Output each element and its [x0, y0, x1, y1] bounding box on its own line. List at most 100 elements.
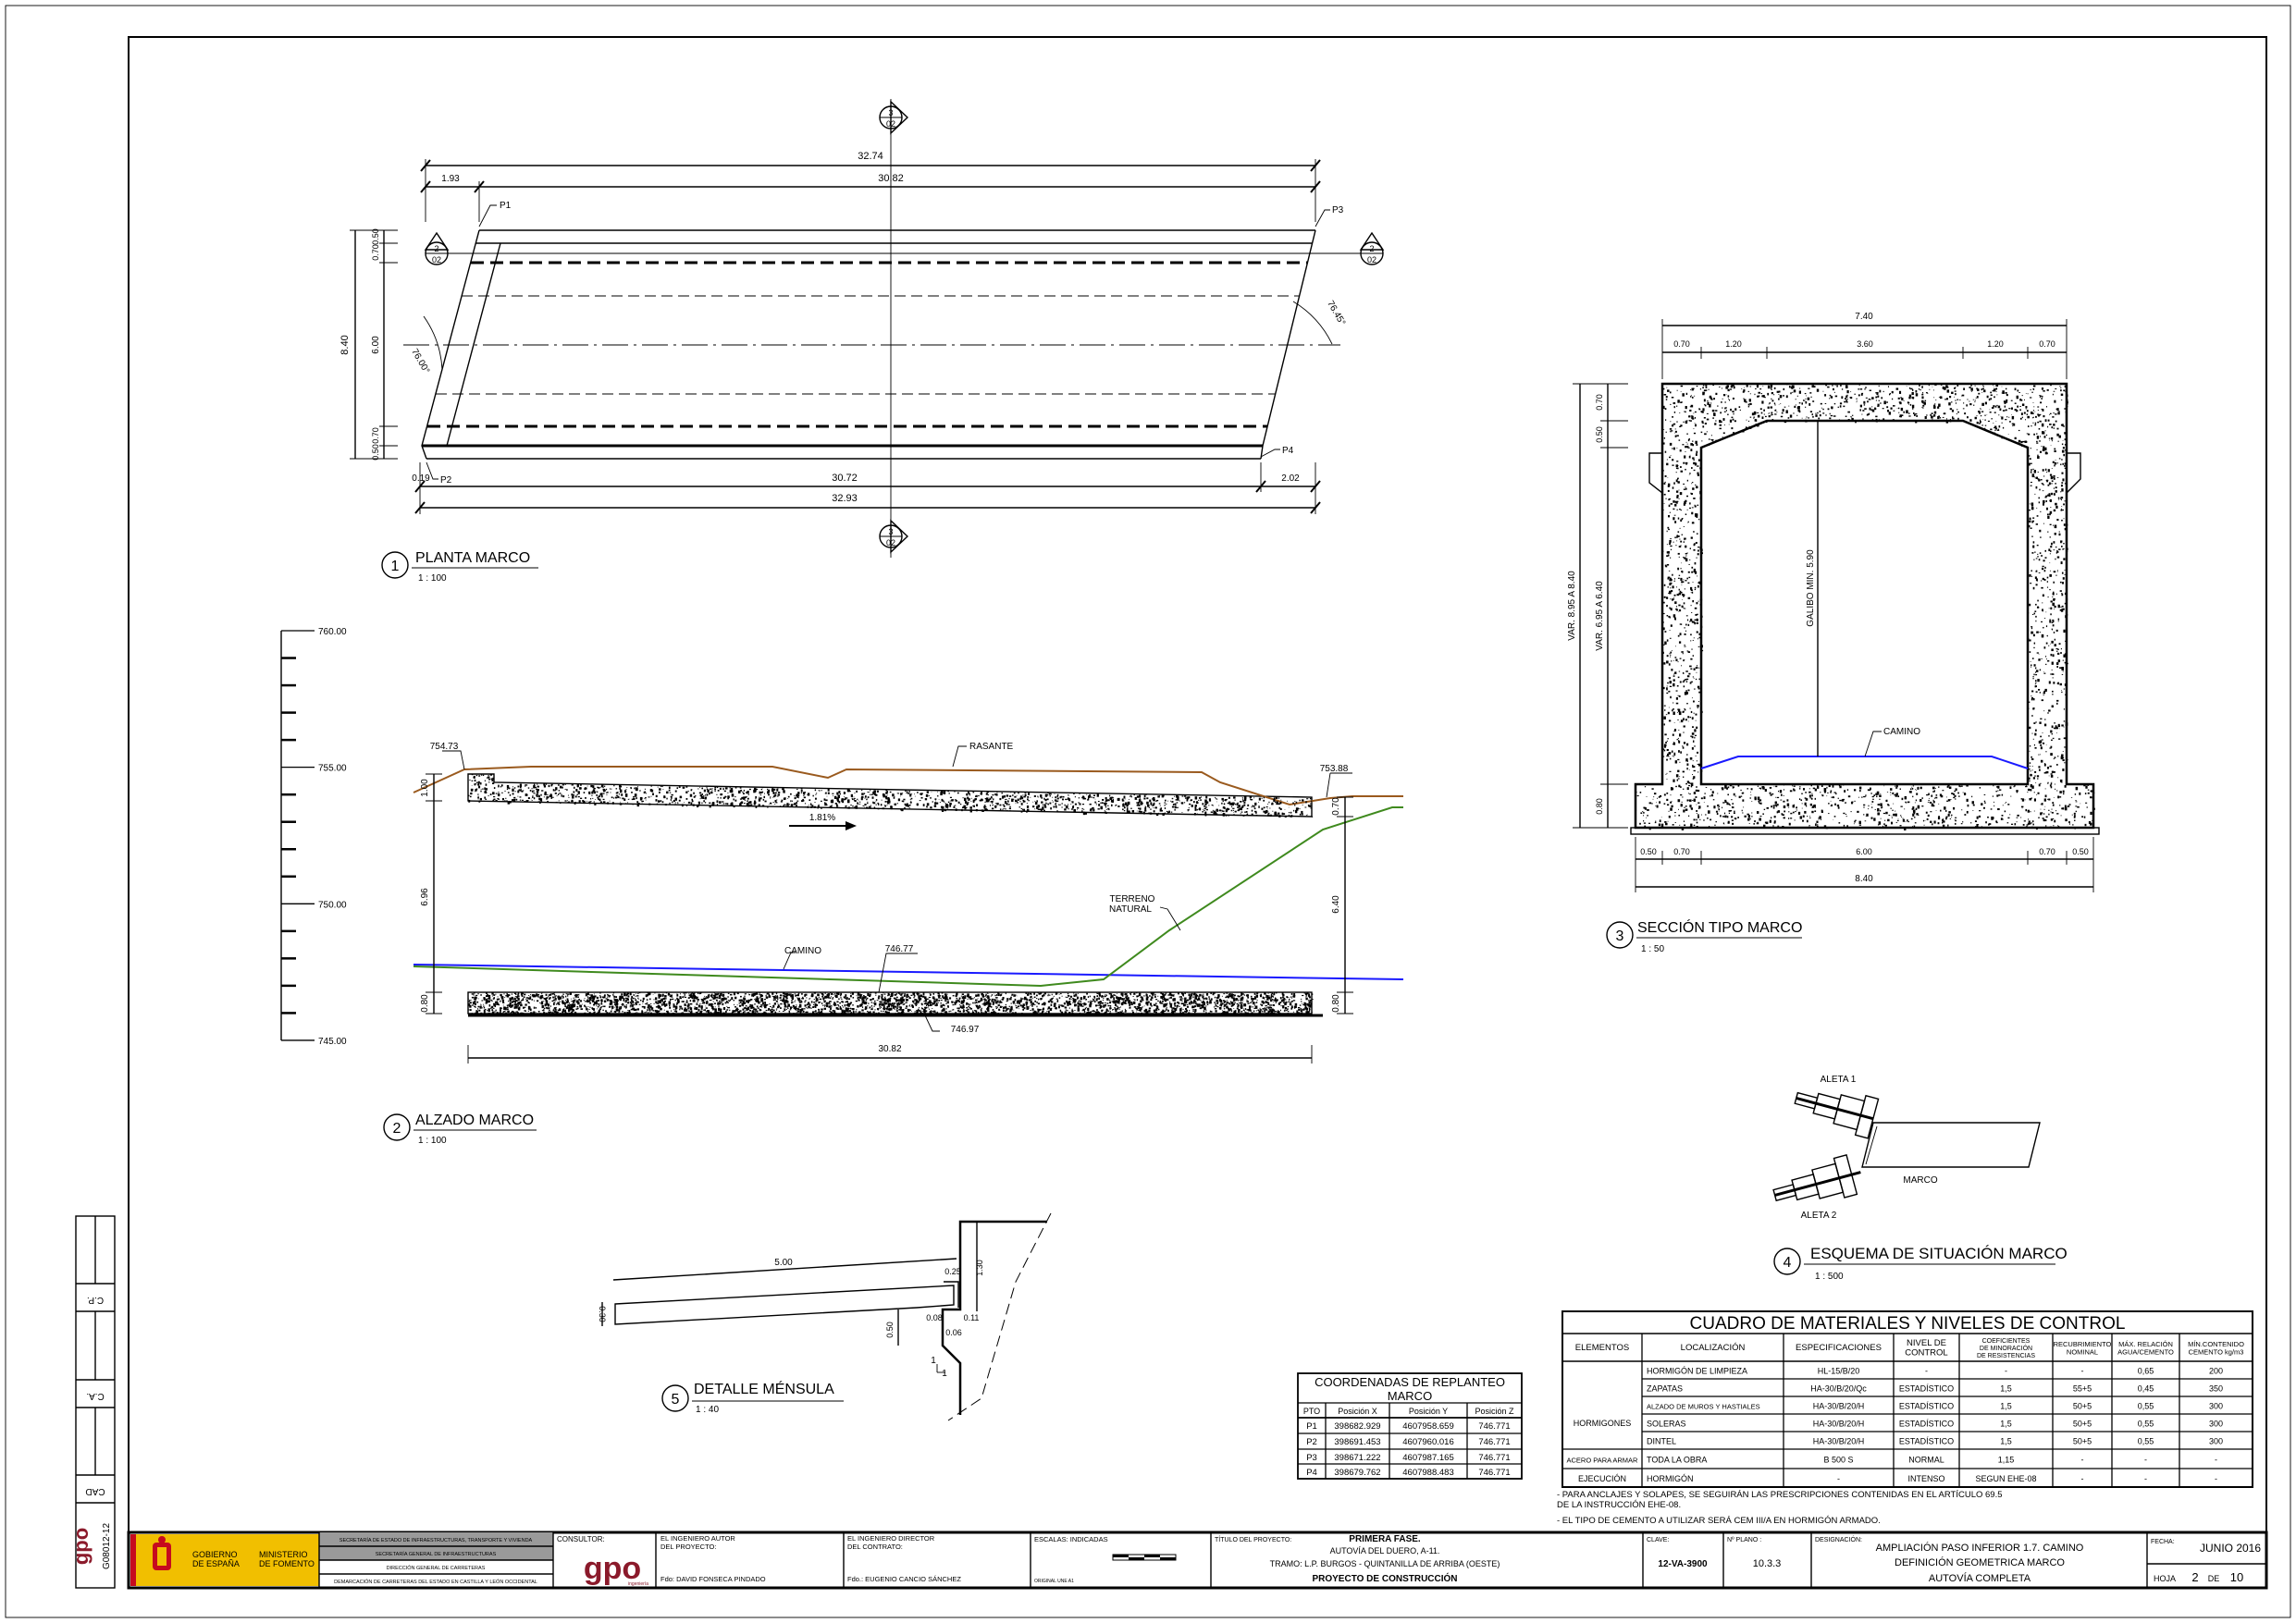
- label: 2: [393, 1121, 401, 1137]
- column-header: Posición Z: [1475, 1407, 1514, 1416]
- angle-left: 76.00°: [409, 347, 431, 375]
- gpo-logo: gpo: [69, 1528, 93, 1565]
- label: ORIGINAL UNE A1: [1034, 1579, 1074, 1584]
- label: 1 : 40: [696, 1405, 719, 1415]
- label: 1 : 100: [418, 573, 447, 584]
- label: EL INGENIERO AUTOR: [660, 1534, 735, 1543]
- label: HOJA: [2154, 1574, 2176, 1583]
- table-cell: 398671.222: [1334, 1453, 1380, 1463]
- section-marker-2-left[interactable]: [424, 231, 450, 265]
- label: DEL CONTRATO:: [847, 1543, 903, 1551]
- table-cell: DINTEL: [1647, 1437, 1676, 1446]
- label: 30.82: [878, 1044, 901, 1054]
- table-cell: ESTADÍSTICO: [1899, 1402, 1954, 1411]
- table-cell: -: [1837, 1474, 1840, 1483]
- table-cell: P4: [1306, 1468, 1317, 1478]
- camino-surface: [1700, 756, 2029, 769]
- axis-label: 750.00: [318, 900, 347, 910]
- table-cell: -: [1925, 1367, 1928, 1376]
- table-cell: 55+5: [2073, 1384, 2092, 1394]
- galibo-label: GALIBO MIN. 5.90: [1806, 549, 1816, 627]
- scale-bar-icon: [1112, 1554, 1177, 1561]
- project-title: PRIMERA FASE.: [1349, 1534, 1421, 1544]
- label: Nº PLANO :: [1727, 1537, 1761, 1543]
- table-cell: HORMIGÓN: [1647, 1474, 1694, 1483]
- label: 1.00: [420, 779, 430, 797]
- table-cell: 1,5: [2000, 1384, 2012, 1394]
- label: CAMINO: [1883, 727, 1920, 737]
- label: GOBIERNO: [192, 1550, 238, 1559]
- dim-overall-top: 32.74: [858, 151, 883, 162]
- column-header: MÍN.CONTENIDO: [2188, 1340, 2244, 1348]
- axis-label: 745.00: [318, 1037, 347, 1047]
- label: DE ESPAÑA: [192, 1559, 240, 1568]
- table-cell: HA-30/B/20/H: [1813, 1402, 1865, 1411]
- table-cell: HL-15/B/20: [1818, 1367, 1860, 1376]
- table-cell: -: [2005, 1367, 2007, 1376]
- label: 1: [942, 1369, 947, 1379]
- table-cell: HA-30/B/20/H: [1813, 1420, 1865, 1429]
- label: 0.50: [2072, 847, 2089, 856]
- label: 0.80: [1331, 994, 1341, 1013]
- label: 3: [1616, 928, 1624, 944]
- rasante-line: [413, 766, 1403, 806]
- table-cell: 4607958.659: [1402, 1421, 1453, 1432]
- label: 0.70: [1673, 339, 1690, 349]
- table-cell: -: [2144, 1474, 2147, 1483]
- materials-table: CUADRO DE MATERIALES Y NIVELES DE CONTRO…: [1557, 1310, 2253, 1526]
- view-title-esquema: ESQUEMA DE SITUACIÓN MARCO: [1810, 1245, 2068, 1262]
- label: DEFINICIÓN GEOMETRICA MARCO: [1895, 1556, 2065, 1568]
- label: 1: [391, 559, 400, 574]
- table-cell: HA-30/B/20/H: [1813, 1437, 1865, 1446]
- label: TÍTULO DEL PROYECTO:: [1215, 1535, 1291, 1543]
- table-note: - EL TIPO DE CEMENTO A UTILIZAR SERÁ CEM…: [1557, 1516, 1881, 1526]
- label: Fdo.: EUGENIO CANCIO SÁNCHEZ: [847, 1575, 961, 1583]
- label: ESCALAS: INDICADAS: [1034, 1535, 1108, 1543]
- label: MINISTERIO: [259, 1550, 308, 1559]
- concrete-hatch: [468, 992, 1314, 1017]
- table-cell: SEGUN EHE-08: [1975, 1474, 2036, 1483]
- label: MARCO: [1903, 1175, 1937, 1186]
- label: 1: [931, 1356, 936, 1366]
- label: 6.40: [1331, 895, 1341, 914]
- view-title-detalle: DETALLE MÉNSULA: [694, 1380, 834, 1397]
- section-marker-3-top[interactable]: [879, 100, 909, 135]
- table-cell: 0,55: [2138, 1437, 2154, 1446]
- label: 0.70: [2039, 339, 2055, 349]
- label: 2: [1369, 244, 1374, 253]
- terreno-natural-line: [413, 806, 1403, 988]
- table-cell: -: [2081, 1474, 2084, 1483]
- label: 1.20: [1987, 339, 2004, 349]
- axis-label: 760.00: [318, 627, 347, 637]
- label: 1.81%: [809, 813, 835, 823]
- label: C.P.: [87, 1295, 104, 1305]
- view-number-circle-3: [1606, 921, 1634, 949]
- label: FECHA:: [2151, 1539, 2175, 1545]
- table-cell: INTENSO: [1907, 1474, 1944, 1483]
- label: 4: [1784, 1255, 1792, 1271]
- table-cell: 50+5: [2073, 1420, 2092, 1429]
- label: 5.00: [774, 1258, 793, 1268]
- table-cell: P1: [1306, 1421, 1317, 1432]
- table-cell: -: [2081, 1456, 2084, 1465]
- label: 02: [1367, 255, 1376, 264]
- column-header: COEFICIENTES: [1982, 1338, 2031, 1345]
- table-cell: -: [2144, 1456, 2147, 1465]
- label: 30.72: [832, 473, 858, 484]
- location-scheme-view: [1772, 1091, 2055, 1275]
- label: 0.70: [371, 427, 380, 444]
- column-header: NIVEL DE: [1907, 1338, 1946, 1348]
- label: 0.06: [945, 1328, 962, 1337]
- axis-label: 755.00: [318, 764, 347, 774]
- table-cell: 200: [2209, 1367, 2223, 1376]
- dim-skew-offset: 1.93: [441, 174, 460, 184]
- table-cell: 398682.929: [1334, 1421, 1380, 1432]
- point-p1: P1: [500, 201, 512, 211]
- label: 02: [886, 538, 895, 547]
- section-marker-3-bottom[interactable]: [879, 519, 909, 554]
- label: 32.93: [832, 493, 858, 504]
- table-cell: ESTADÍSTICO: [1899, 1420, 1954, 1429]
- table-cell: 0,45: [2138, 1384, 2154, 1394]
- section-marker-2-right[interactable]: [1359, 231, 1385, 265]
